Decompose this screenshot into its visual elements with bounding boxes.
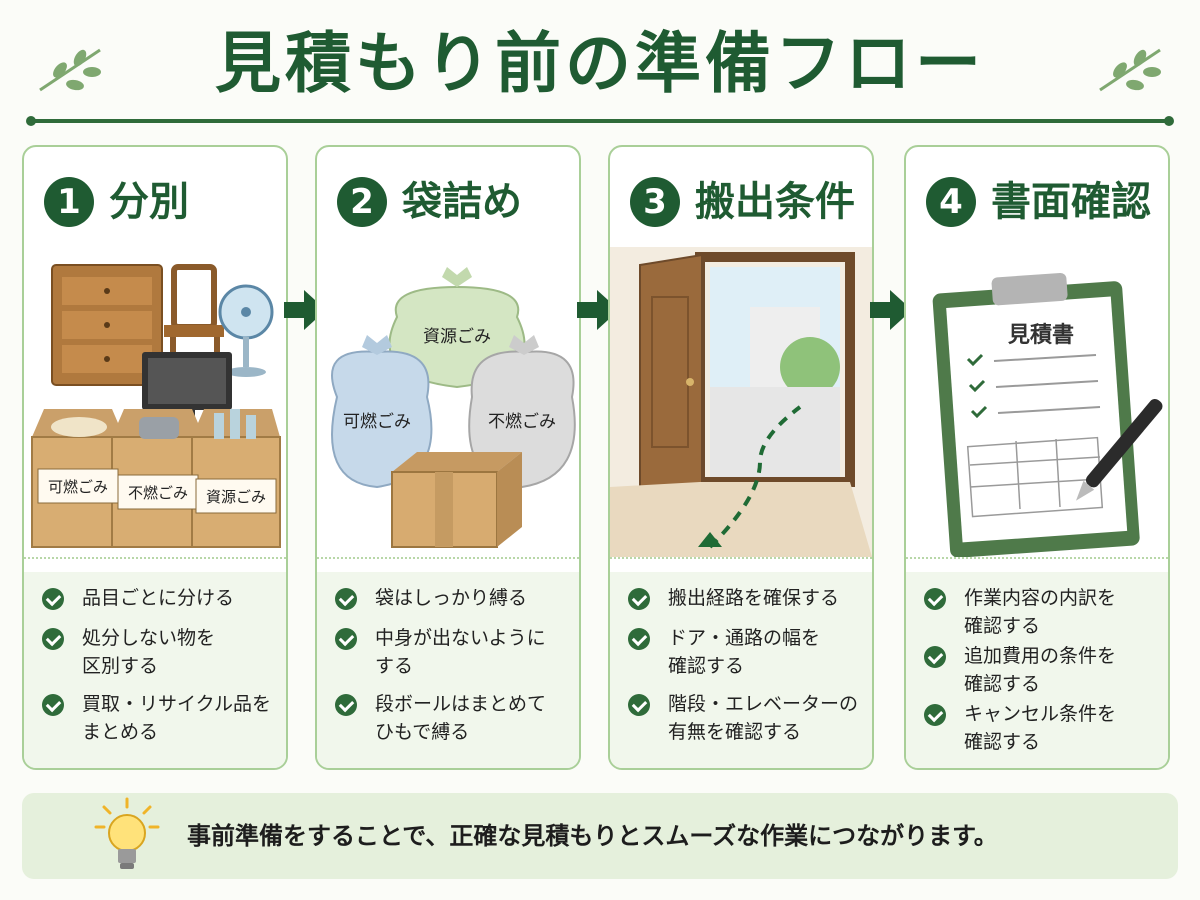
checklist-item: ドア・通路の幅を 確認する (628, 624, 868, 680)
sorting-illustration: 可燃ごみ 不燃ごみ 資源ごみ (24, 247, 286, 702)
bagging-illustration: 資源ごみ 可燃ごみ 不燃ごみ (317, 247, 579, 702)
doorway-illustration (610, 247, 872, 702)
title-divider (26, 116, 1174, 126)
step-title: 書面確認 (991, 179, 1151, 225)
step-number-badge: 2 (337, 177, 387, 227)
check-icon (335, 588, 357, 610)
page-title: 見積もり前の準備フロー (215, 25, 985, 102)
divider (906, 557, 1168, 560)
leaf-decoration-icon (1099, 48, 1161, 92)
step-header: 4 書面確認 (906, 147, 1168, 247)
step-title: 袋詰め (402, 179, 522, 225)
check-icon (42, 694, 64, 716)
tip-banner: 事前準備をすることで、正確な見積もりとスムーズな作業につながります。 (22, 793, 1178, 879)
checklist-item: 買取・リサイクル品を まとめる (42, 690, 282, 746)
step-title: 分別 (109, 179, 189, 225)
step-header: 3 搬出条件 (610, 147, 872, 247)
checklist-item: 作業内容の内訳を 確認する (924, 584, 1164, 640)
check-icon (628, 694, 650, 716)
check-icon (924, 646, 946, 668)
step-header: 1 分別 (24, 147, 286, 247)
divider (610, 557, 872, 560)
step-card-2: 2 袋詰め 資源ごみ 可燃ごみ 不燃ごみ 袋はしっかり縛る 中身が出ないように … (315, 145, 581, 770)
checklist: 袋はしっかり縛る 中身が出ないように する 段ボールはまとめて ひもで縛る (317, 572, 579, 768)
bag-label: 不燃ごみ (488, 412, 556, 432)
step-header: 2 袋詰め (317, 147, 579, 247)
check-icon (42, 588, 64, 610)
checklist-item: 搬出経路を確保する (628, 584, 868, 612)
checklist: 搬出経路を確保する ドア・通路の幅を 確認する 階段・エレベーターの 有無を確認… (610, 572, 872, 768)
checklist: 作業内容の内訳を 確認する 追加費用の条件を 確認する キャンセル条件を 確認す… (906, 572, 1168, 768)
step-card-1: 1 分別 (22, 145, 288, 770)
step-card-3: 3 搬出条件 搬出経路を確保する ドア・通路の幅を 確認する 階段・エレベーター (608, 145, 874, 770)
checklist-item: 品目ごとに分ける (42, 584, 282, 612)
box-label: 資源ごみ (206, 488, 266, 506)
step-card-4: 4 書面確認 見積書 作業内 (904, 145, 1170, 770)
step-number-badge: 3 (630, 177, 680, 227)
step-number-badge: 4 (926, 177, 976, 227)
check-icon (335, 694, 357, 716)
checklist-item: 処分しない物を 区別する (42, 624, 282, 680)
checklist-item: 段ボールはまとめて ひもで縛る (335, 690, 575, 746)
divider (24, 557, 286, 560)
check-icon (924, 588, 946, 610)
check-icon (335, 628, 357, 650)
tip-text: 事前準備をすることで、正確な見積もりとスムーズな作業につながります。 (187, 822, 998, 850)
step-title: 搬出条件 (695, 179, 855, 225)
check-icon (42, 628, 64, 650)
checklist-item: 袋はしっかり縛る (335, 584, 575, 612)
step-number-badge: 1 (44, 177, 94, 227)
bag-label: 可燃ごみ (343, 412, 411, 432)
clipboard-illustration: 見積書 (906, 247, 1168, 702)
checklist-item: 階段・エレベーターの 有無を確認する (628, 690, 868, 746)
check-icon (628, 628, 650, 650)
divider (317, 557, 579, 560)
check-icon (924, 704, 946, 726)
box-label: 不燃ごみ (128, 484, 188, 502)
checklist-item: 追加費用の条件を 確認する (924, 642, 1164, 698)
lightbulb-icon (94, 797, 160, 869)
checklist-item: キャンセル条件を 確認する (924, 700, 1164, 756)
checklist: 品目ごとに分ける 処分しない物を 区別する 買取・リサイクル品を まとめる (24, 572, 286, 768)
check-icon (628, 588, 650, 610)
leaf-decoration-icon (39, 48, 101, 92)
checklist-item: 中身が出ないように する (335, 624, 575, 680)
box-label: 可燃ごみ (48, 478, 108, 496)
document-title: 見積書 (1008, 322, 1074, 348)
bag-label: 資源ごみ (423, 327, 491, 347)
